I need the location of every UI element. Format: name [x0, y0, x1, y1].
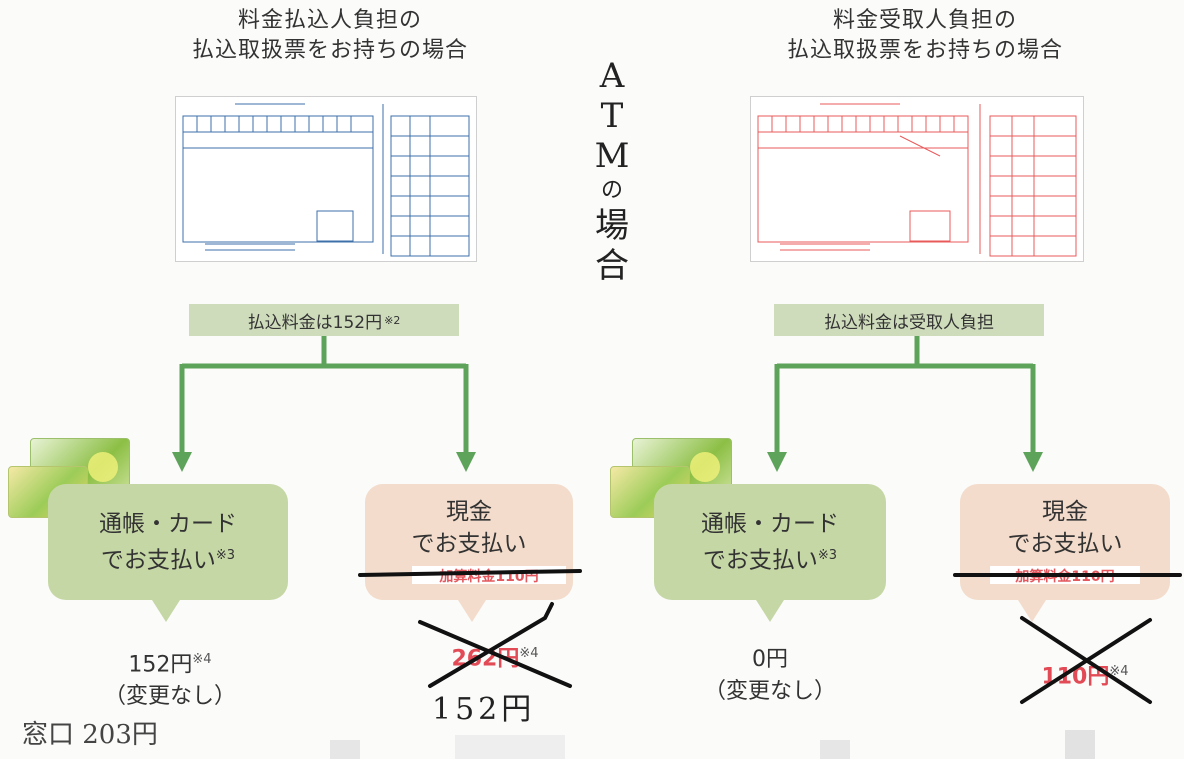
- atm-char-6: 合: [595, 246, 629, 286]
- left-passbook-line2: でお支払い: [100, 547, 216, 574]
- right-passbook-note: ※3: [817, 548, 838, 563]
- left-cash-line1: 現金: [446, 499, 492, 525]
- left-cash-surcharge: 加算料金110円: [412, 566, 566, 585]
- right-passbook-line2: でお支払い: [702, 547, 818, 574]
- right-payment-slip-image: [750, 96, 1084, 262]
- bottom-faint-box-4: [1065, 730, 1095, 759]
- left-passbook-note: ※3: [215, 548, 236, 563]
- right-cash-result: 110円※4: [1010, 656, 1160, 693]
- left-cash-bubble-tail: [458, 600, 486, 622]
- left-passbook-result-sub: （変更なし）: [103, 684, 236, 710]
- left-flow-arrows: [172, 336, 476, 472]
- left-arrow-head-cash: [456, 452, 476, 472]
- left-cash-result-value: 262円: [451, 646, 520, 672]
- handwritten-counter-note: 窓口 203円: [22, 720, 158, 750]
- right-passbook-line1: 通帳・カード: [701, 511, 839, 537]
- left-heading-line1: 料金払込人負担の: [237, 8, 422, 33]
- right-cash-line2: でお支払い: [1007, 531, 1123, 557]
- right-cash-line1: 現金: [1042, 499, 1088, 525]
- right-passbook-result-sub: （変更なし）: [703, 679, 836, 704]
- right-arrow-head-cash: [1023, 452, 1043, 472]
- left-fee-banner: 払込料金は152円※2: [189, 304, 459, 336]
- right-cash-surcharge: 加算料金110円: [990, 566, 1140, 585]
- left-passbook-result-note: ※4: [192, 652, 212, 667]
- right-passbook-bubble: 通帳・カード でお支払い※3: [654, 484, 886, 600]
- left-passbook-bubble: 通帳・カード でお支払い※3: [48, 484, 288, 600]
- right-heading-line1: 料金受取人負担の: [832, 8, 1017, 33]
- left-arrow-head-passbook: [172, 452, 192, 472]
- atm-char-2: T: [600, 96, 624, 136]
- right-cash-result-value: 110円: [1041, 664, 1110, 690]
- right-passbook-result-value: 0円: [752, 647, 788, 672]
- left-passbook-bubble-tail: [152, 600, 180, 622]
- right-banner-text: 払込料金は受取人負担: [824, 312, 994, 333]
- bottom-faint-box-1: [330, 740, 360, 759]
- left-banner-note: ※2: [384, 313, 401, 327]
- atm-char-1: A: [599, 56, 625, 96]
- right-cards-illustration: [610, 438, 732, 518]
- right-heading-line2: 払込取扱票をお持ちの場合: [786, 38, 1063, 63]
- left-payment-slip-image: [175, 96, 477, 262]
- atm-char-5: 場: [595, 206, 629, 246]
- right-passbook-bubble-tail: [756, 600, 784, 622]
- left-passbook-line1: 通帳・カード: [99, 511, 237, 537]
- handwritten-atm-label: A T M の 場 合: [586, 56, 638, 286]
- left-banner-text: 払込料金は152円: [247, 312, 383, 333]
- left-passbook-result: 152円※4 （変更なし）: [70, 644, 270, 713]
- right-cash-bubble-tail: [1018, 600, 1046, 622]
- right-arrow-head-passbook: [767, 452, 787, 472]
- atm-char-4: の: [600, 178, 623, 203]
- atm-char-3: M: [594, 136, 630, 176]
- left-passbook-result-value: 152円: [128, 652, 193, 678]
- left-heading-line2: 払込取扱票をお持ちの場合: [191, 38, 468, 63]
- bottom-faint-box-2: [455, 735, 565, 759]
- left-cash-result: 262円※4: [420, 638, 570, 675]
- right-fee-banner: 払込料金は受取人負担: [774, 304, 1044, 336]
- left-cash-handwritten-correction: 152円: [432, 692, 536, 727]
- left-cash-result-note: ※4: [519, 646, 539, 661]
- bottom-faint-box-3: [820, 740, 850, 759]
- right-heading: 料金受取人負担の 払込取扱票をお持ちの場合: [745, 6, 1105, 66]
- right-cash-result-note: ※4: [1109, 664, 1129, 679]
- left-cash-line2: でお支払い: [411, 531, 527, 557]
- right-flow-arrows: [767, 336, 1043, 472]
- left-heading: 料金払込人負担の 払込取扱票をお持ちの場合: [150, 6, 510, 66]
- right-passbook-result: 0円 （変更なし）: [670, 644, 870, 708]
